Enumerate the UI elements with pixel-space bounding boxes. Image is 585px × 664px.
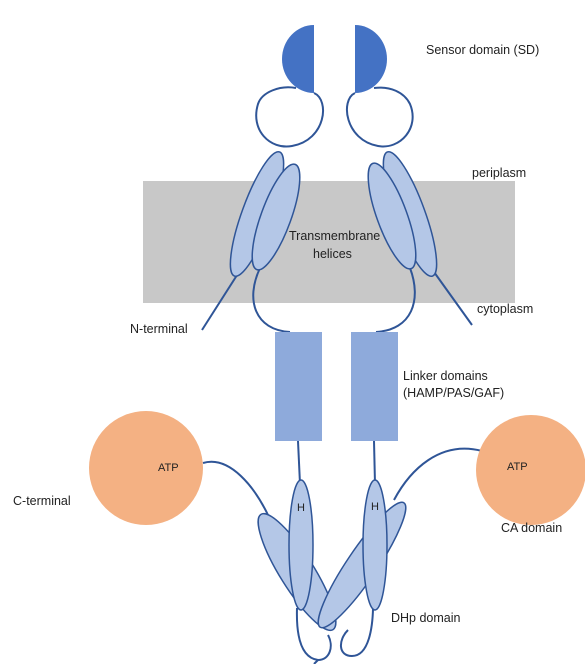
ca-domain-left xyxy=(89,411,203,525)
label-linker-types: (HAMP/PAS/GAF) xyxy=(403,386,504,400)
label-atp-left: ATP xyxy=(158,462,179,474)
label-sensor-domain: Sensor domain (SD) xyxy=(426,43,539,57)
periplasmic-loop-right xyxy=(347,88,413,147)
linker-domain-left xyxy=(275,332,322,441)
dhp-helix-right-vertical xyxy=(363,480,387,610)
label-dhp-domain: DHp domain xyxy=(391,611,461,625)
ca-connector-left xyxy=(203,462,268,515)
sensor-domain-right xyxy=(355,25,387,93)
label-ca-domain: CA domain xyxy=(501,521,562,535)
ca-connector-right xyxy=(394,449,482,500)
linker-connector-left xyxy=(298,441,300,484)
label-h-left: H xyxy=(297,502,305,514)
dhp-helix-left-vertical xyxy=(289,480,313,610)
label-n-terminal: N-terminal xyxy=(130,322,188,336)
label-c-terminal: C-terminal xyxy=(13,494,71,508)
ca-domain-right xyxy=(476,415,585,525)
label-atp-right: ATP xyxy=(507,461,528,473)
label-periplasm: periplasm xyxy=(472,166,526,180)
periplasmic-loop-left xyxy=(256,87,323,146)
label-helices: helices xyxy=(313,247,352,261)
label-h-right: H xyxy=(371,501,379,513)
sensor-domain-left xyxy=(282,25,314,93)
label-cytoplasm: cytoplasm xyxy=(477,302,533,316)
dhp-tail-left xyxy=(314,660,318,664)
label-transmembrane: Transmembrane xyxy=(289,229,380,243)
linker-connector-right xyxy=(374,441,375,484)
linker-domain-right xyxy=(351,332,398,441)
label-linker-domains: Linker domains xyxy=(403,369,488,383)
